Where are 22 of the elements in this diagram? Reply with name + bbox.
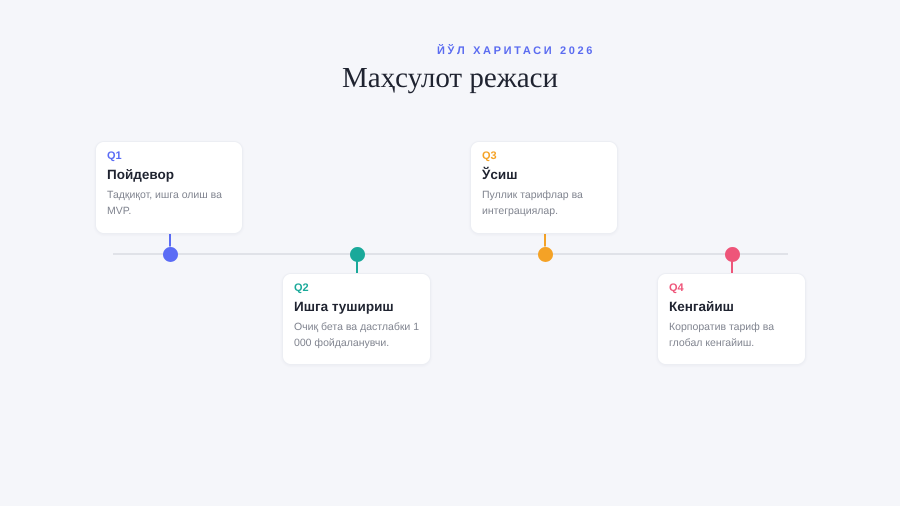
connector-tick (169, 234, 171, 246)
milestone-title: Кенгайиш (669, 298, 735, 316)
connector-tick (731, 262, 733, 273)
milestone-description: Очиқ бета ва дастлабки 1 000 фойдаланувчи. (294, 320, 420, 351)
milestone-title: Пойдевор (107, 166, 175, 184)
quarter-label: Q2 (294, 281, 310, 296)
milestone-card (282, 273, 431, 365)
milestone-card (657, 273, 806, 365)
milestone-description: Корпоратив тариф ва глобал кенгайиш. (669, 320, 776, 351)
milestone-title: Ишга тушириш (294, 298, 395, 316)
milestone-description: Тадқиқот, ишга олиш ва MVP. (107, 188, 223, 219)
page-title: Маҳсулот режаси (342, 61, 558, 96)
connector-tick (356, 262, 358, 273)
quarter-label: Q3 (482, 149, 498, 164)
milestone-title: Ўсиш (482, 166, 518, 184)
milestone-card (470, 141, 618, 234)
milestone-card (95, 141, 243, 234)
eyebrow-label: ЙЎЛ ХАРИТАСИ 2026 (437, 43, 596, 59)
connector-tick (544, 234, 546, 246)
quarter-label: Q1 (107, 149, 123, 164)
milestone-description: Пуллик тарифлар ва интеграциялар. (482, 188, 584, 219)
quarter-label: Q4 (669, 281, 685, 296)
